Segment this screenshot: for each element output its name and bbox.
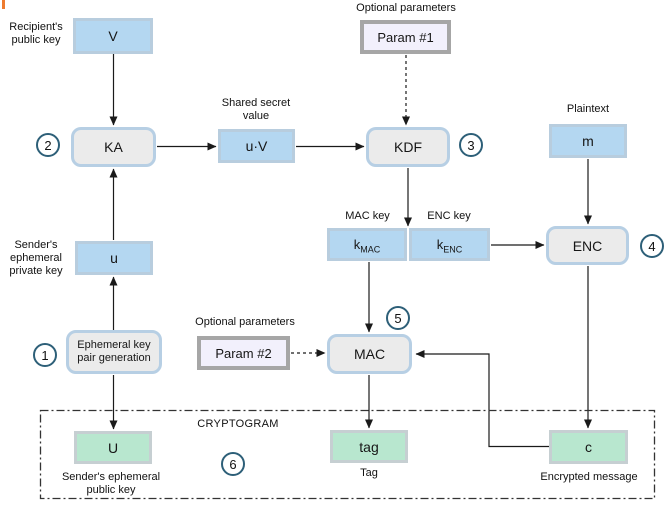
ephemeral-keygen-box: Ephemeral key pair generation: [66, 330, 162, 374]
step-6-badge: 6: [221, 452, 245, 476]
caption-shared-secret-value: Shared secret value: [221, 97, 291, 122]
mac-key-box: kMAC: [327, 228, 407, 261]
caption-senders-ephemeral-public-key: Sender's ephemeral public key: [61, 471, 161, 496]
caption-optional-parameters-bottom: Optional parameters: [195, 316, 295, 328]
caption-mac-key: MAC key: [345, 210, 390, 222]
shared-secret-box: u·V: [218, 129, 295, 163]
step-5-badge: 5: [386, 306, 410, 330]
step-1-badge: 1: [33, 343, 57, 367]
caption-optional-parameters-top: Optional parameters: [356, 2, 456, 14]
cryptogram-boundary: [39, 409, 656, 500]
key-agreement-box: KA: [71, 127, 156, 167]
param2-box: Param #2: [197, 336, 290, 370]
ephemeral-public-key-box: U: [74, 431, 152, 464]
caption-plaintext: Plaintext: [566, 103, 610, 115]
plaintext-box: m: [549, 124, 627, 158]
caption-recipients-public-key: Recipient's public key: [9, 21, 63, 46]
caption-cryptogram: CRYPTOGRAM: [197, 418, 279, 430]
caption-enc-key: ENC key: [427, 210, 471, 222]
arrow-c-to-mac: [415, 350, 549, 448]
recipient-public-key-box: V: [73, 18, 153, 54]
caption-senders-ephemeral-private-key: Sender's ephemeral private key: [9, 239, 63, 277]
enc-key-box: kENC: [409, 228, 490, 261]
step-4-badge: 4: [640, 234, 664, 258]
step-3-badge: 3: [459, 133, 483, 157]
enc-box: ENC: [546, 226, 629, 265]
step-2-badge: 2: [36, 133, 60, 157]
caption-encrypted-message: Encrypted message: [540, 471, 638, 483]
screen-artifact: [2, 0, 5, 9]
ciphertext-box: c: [549, 430, 628, 464]
mac-box: MAC: [327, 334, 412, 374]
mac-key-label: kMAC: [353, 237, 381, 255]
kdf-box: KDF: [366, 127, 450, 167]
sender-private-key-box: u: [75, 241, 153, 275]
caption-tag: Tag: [360, 467, 378, 479]
param1-box: Param #1: [360, 20, 451, 54]
tag-box: tag: [330, 430, 408, 463]
enc-key-label: kENC: [436, 237, 463, 255]
